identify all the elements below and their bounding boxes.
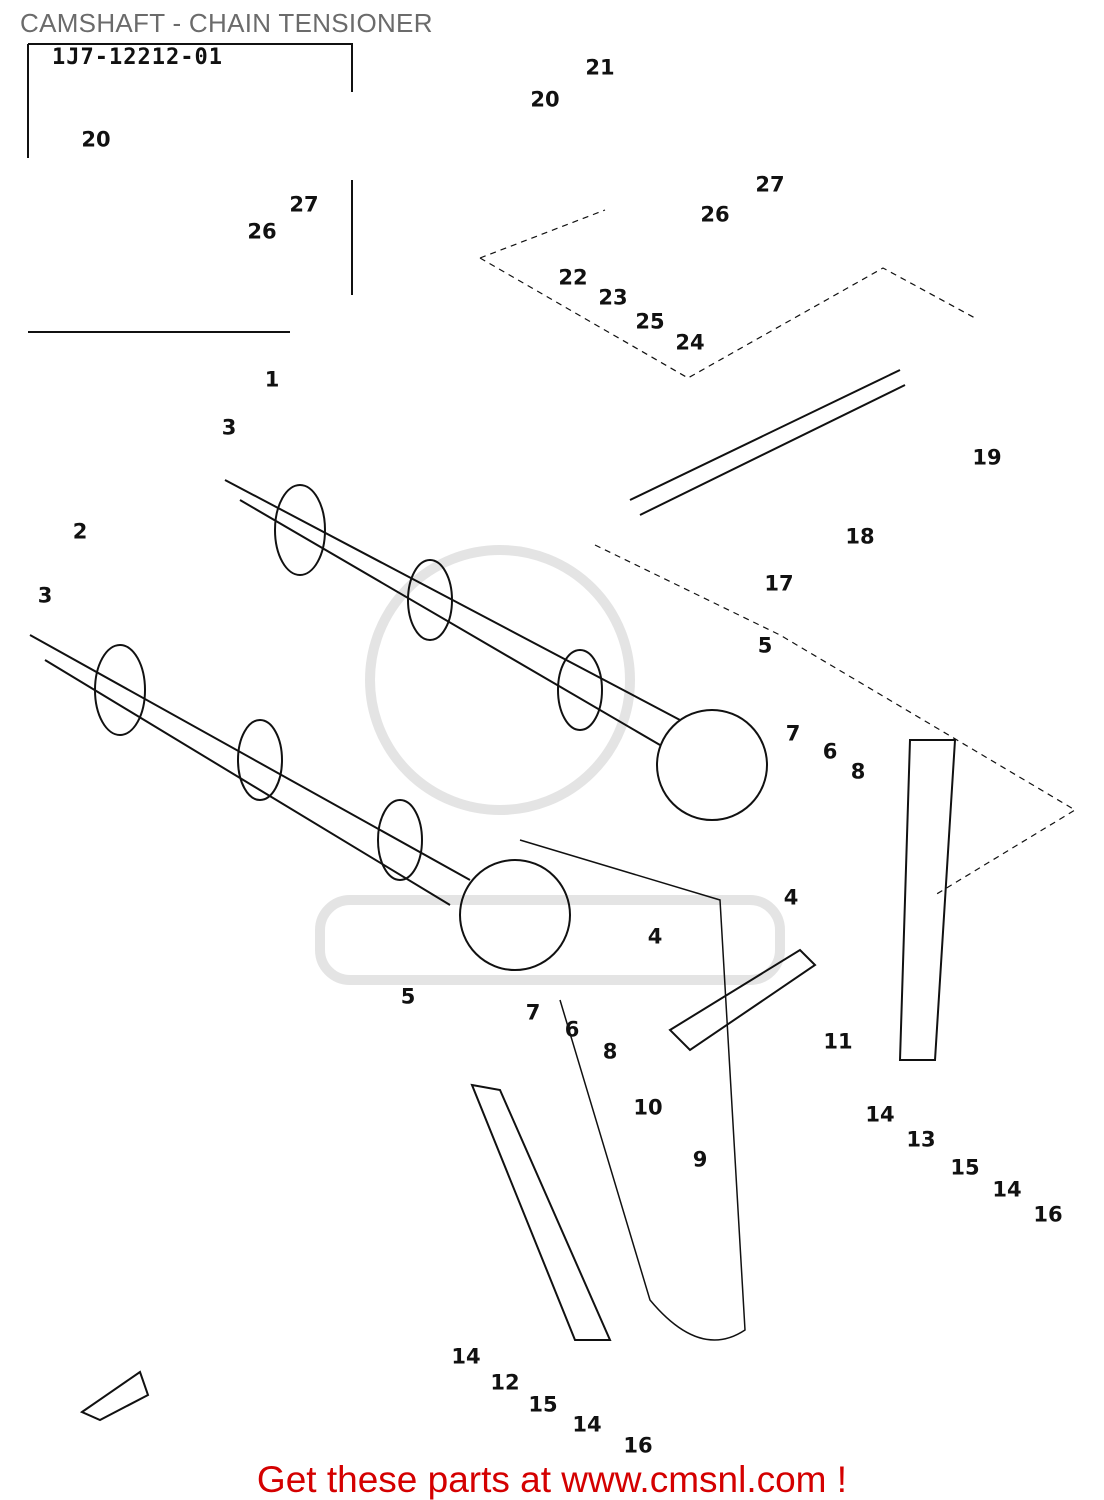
- callout: 23: [598, 285, 628, 310]
- inset-callout: 20: [81, 127, 111, 152]
- callout: 19: [972, 445, 1002, 470]
- callout: 24: [675, 330, 705, 355]
- sprocket-lower: [459, 859, 571, 971]
- callout: 14: [451, 1344, 481, 1369]
- callout: 7: [785, 721, 801, 746]
- callout: 27: [755, 172, 785, 197]
- camshaft-lower: [29, 634, 471, 906]
- callout: 14: [865, 1102, 895, 1127]
- callout: 4: [647, 924, 663, 949]
- inset-part-number: 1J7-12212-01: [52, 45, 223, 70]
- callout: 14: [992, 1177, 1022, 1202]
- callout: 15: [528, 1392, 558, 1417]
- callout: 12: [490, 1370, 520, 1395]
- callout: 6: [564, 1017, 580, 1042]
- callout: 20: [530, 87, 560, 112]
- chain-guide-rear: [898, 739, 957, 1061]
- footer-link[interactable]: Get these parts at www.cmsnl.com !: [256, 1459, 848, 1500]
- callout: 18: [845, 524, 875, 549]
- callout: 25: [635, 309, 665, 334]
- callout: 21: [585, 55, 615, 80]
- callout: 17: [764, 571, 794, 596]
- callout: 5: [757, 633, 773, 658]
- callout: 26: [700, 202, 730, 227]
- callout: 13: [906, 1127, 936, 1152]
- callout: 14: [572, 1412, 602, 1437]
- callout: 10: [633, 1095, 663, 1120]
- inset-callout: 27: [289, 192, 319, 217]
- callout: 7: [525, 1000, 541, 1025]
- callout: 15: [950, 1155, 980, 1180]
- fwd-arrow-icon: [79, 1370, 150, 1422]
- callout: 8: [850, 759, 866, 784]
- callout: 4: [783, 885, 799, 910]
- callout: 2: [72, 519, 88, 544]
- chain-guide-front: [470, 1083, 612, 1341]
- callout: 9: [692, 1147, 708, 1172]
- inset-callout: 26: [247, 219, 277, 244]
- callout: 8: [602, 1039, 618, 1064]
- callout: 3: [37, 583, 53, 608]
- watermark-logo: [315, 545, 785, 985]
- chain-guide-middle: [668, 948, 817, 1052]
- callout: 22: [558, 265, 588, 290]
- callout: 6: [822, 739, 838, 764]
- callout: 16: [623, 1433, 653, 1458]
- callout: 16: [1033, 1202, 1063, 1227]
- sprocket-upper: [656, 709, 768, 821]
- callout: 5: [400, 984, 416, 1009]
- callout: 1: [264, 367, 280, 392]
- callout: 11: [823, 1029, 853, 1054]
- camshaft-upper: [224, 479, 681, 746]
- page-title: CAMSHAFT - CHAIN TENSIONER: [20, 8, 433, 38]
- callout: 3: [221, 415, 237, 440]
